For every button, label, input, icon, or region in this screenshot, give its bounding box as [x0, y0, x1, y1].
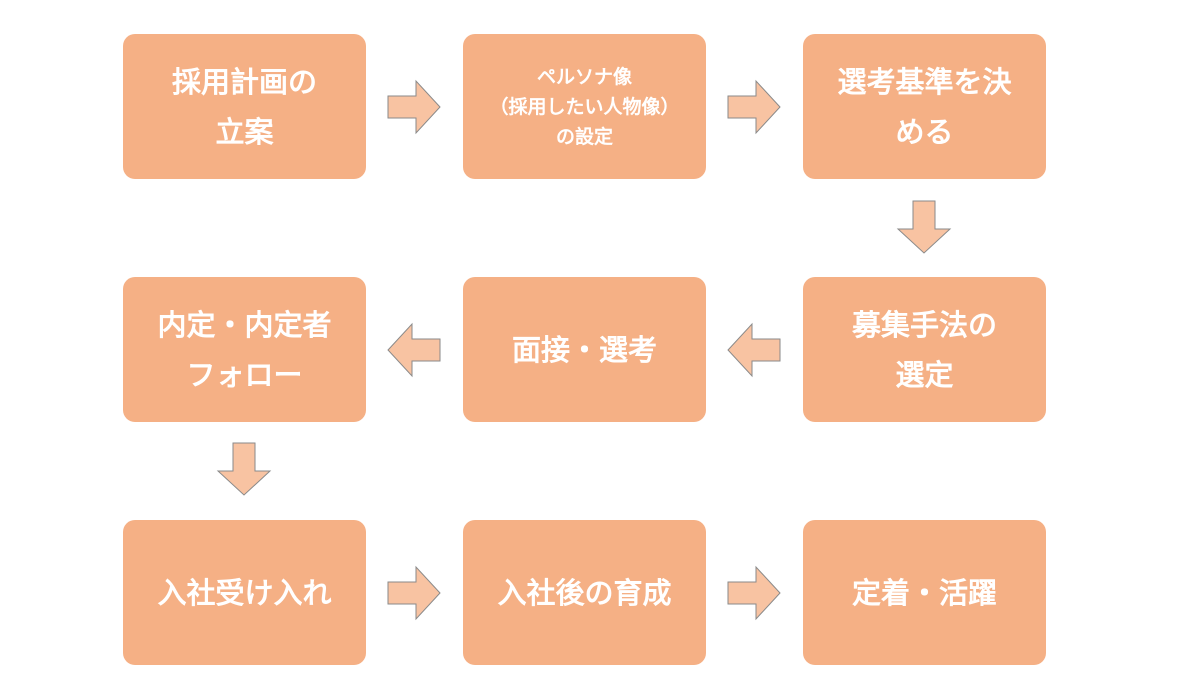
step-2-line-2: （採用したい人物像） [489, 95, 680, 118]
step-6-line-2: フォロー [186, 357, 303, 392]
step-9-line-1: 定着・活躍 [851, 575, 997, 610]
step-5-interview-selection: 面接・選考 [463, 277, 706, 422]
step-4-line-1: 募集手法の [851, 307, 997, 342]
step-7-line-1: 入社受け入れ [157, 575, 332, 610]
arrow-right-icon [386, 565, 442, 621]
step-8-post-hire-training: 入社後の育成 [463, 520, 706, 665]
step-5-line-1: 面接・選考 [511, 332, 657, 367]
step-9-retention: 定着・活躍 [803, 520, 1046, 665]
step-3-selection-criteria: 選考基準を決 める [803, 34, 1046, 179]
step-3-line-2: める [895, 114, 954, 149]
step-3-line-1: 選考基準を決 [837, 64, 1012, 99]
step-7-onboarding: 入社受け入れ [123, 520, 366, 665]
step-8-line-1: 入社後の育成 [497, 575, 672, 610]
step-6-line-1: 内定・内定者 [157, 307, 332, 342]
step-4-recruitment-method: 募集手法の 選定 [803, 277, 1046, 422]
arrow-left-icon [386, 322, 442, 378]
step-2-line-3: の設定 [555, 125, 613, 148]
arrow-right-icon [386, 79, 442, 135]
step-6-offer-follow-up: 内定・内定者 フォロー [123, 277, 366, 422]
arrow-right-icon [726, 79, 782, 135]
step-1-recruitment-plan: 採用計画の 立案 [123, 34, 366, 179]
arrow-right-icon [726, 565, 782, 621]
step-1-line-1: 採用計画の [171, 64, 317, 99]
arrow-left-icon [726, 322, 782, 378]
step-2-persona-setting: ペルソナ像 （採用したい人物像） の設定 [463, 34, 706, 179]
step-2-line-1: ペルソナ像 [536, 65, 632, 88]
step-4-line-2: 選定 [895, 357, 954, 392]
step-1-line-2: 立案 [215, 114, 274, 149]
arrow-down-icon [216, 441, 272, 497]
arrow-down-icon [896, 199, 952, 255]
